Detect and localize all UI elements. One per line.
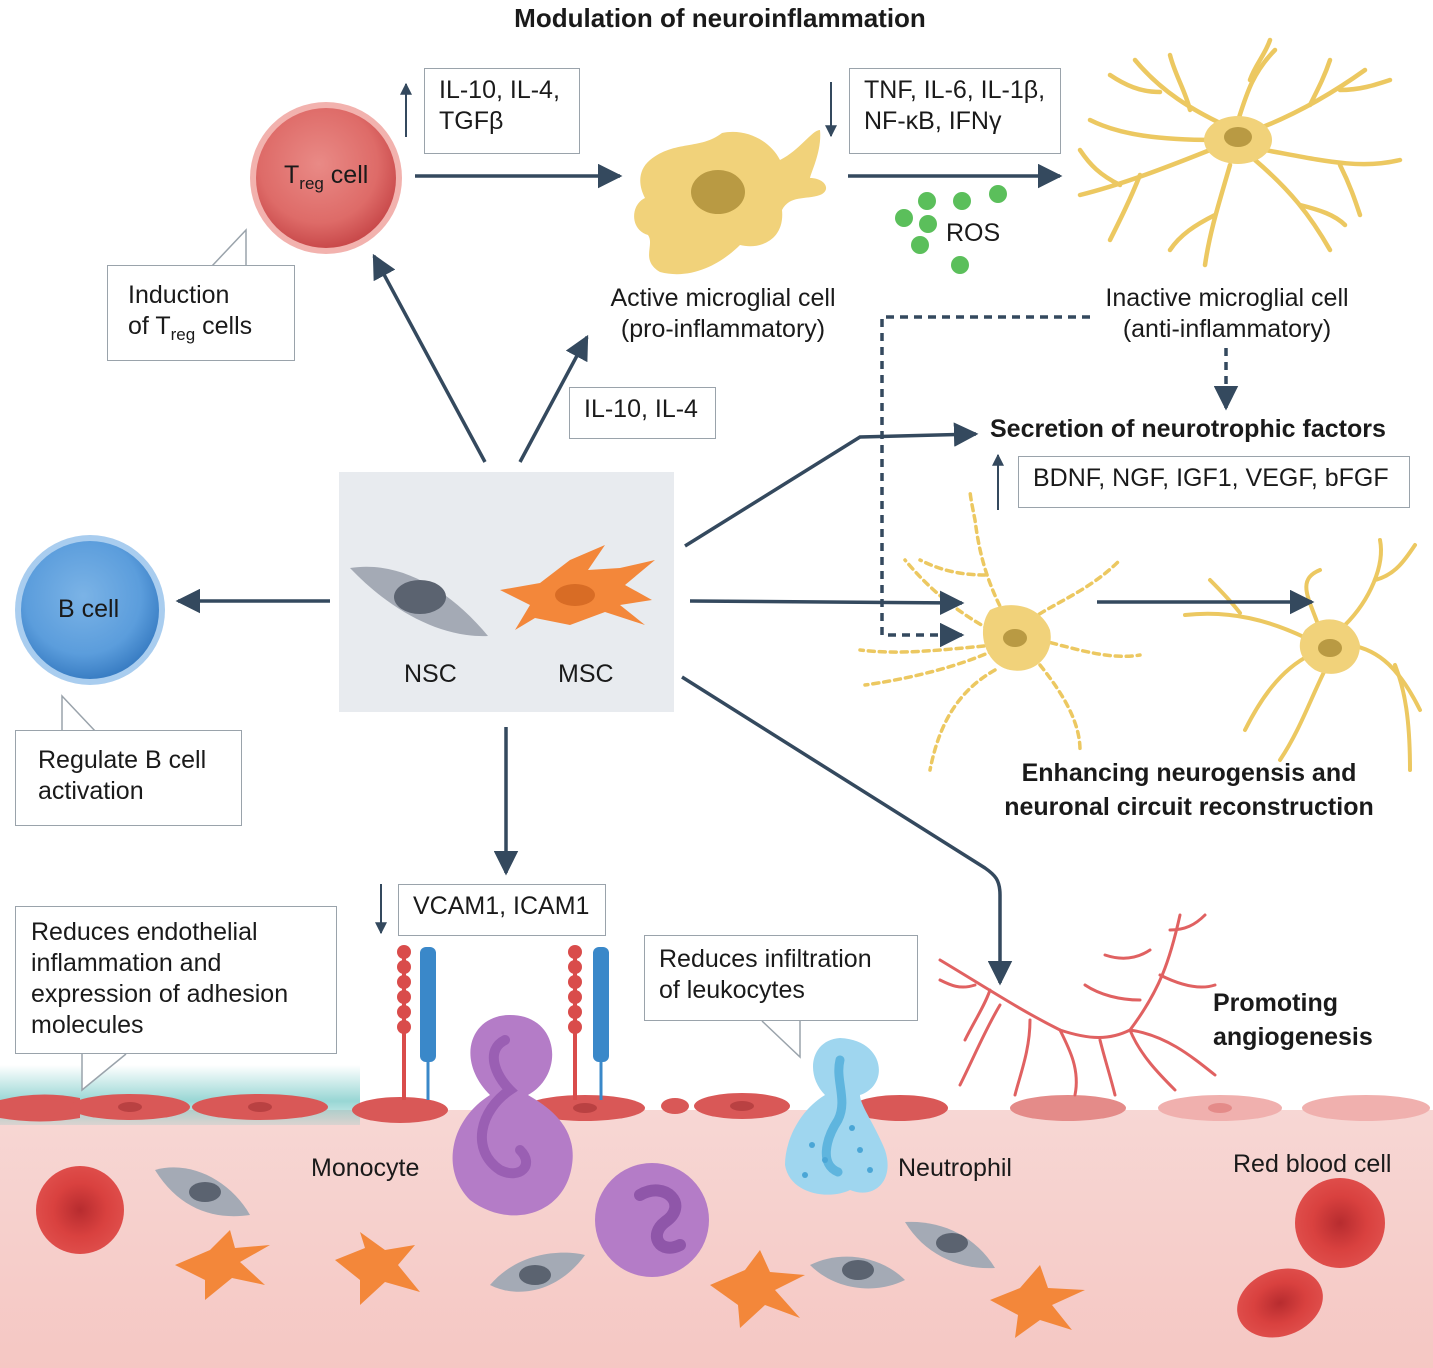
- induction-callout: Induction of Treg cells: [107, 265, 295, 361]
- endothelial-callout-tail: [81, 1053, 127, 1092]
- angiogenesis-line1: Promoting: [1213, 989, 1338, 1017]
- cytokines-up-box: IL-10, IL-4, TGFβ: [424, 68, 580, 154]
- ros-particles: [895, 185, 1007, 274]
- angiogenesis-label: Promoting angiogenesis: [1213, 986, 1373, 1054]
- ros-label: ROS: [946, 219, 1001, 247]
- endothelial-layer: [0, 1093, 1430, 1123]
- neutrophil-label: Neutrophil: [898, 1154, 1012, 1182]
- induction-post: cells: [195, 312, 253, 340]
- msc-label: MSC: [558, 660, 614, 688]
- treg-cell-graphic: [250, 102, 402, 254]
- neuron-mature-body: [1299, 619, 1360, 674]
- neurogenesis-line2: neuronal circuit reconstruction: [1004, 793, 1374, 821]
- inactive-microglia-graphic: [1077, 37, 1403, 268]
- treg-rest: cell: [323, 161, 369, 189]
- diagram-title: Modulation of neuroinflammation: [514, 3, 926, 33]
- induction-pre: of T: [128, 312, 171, 340]
- inactive-microglia-line1: Inactive microglial cell: [1105, 284, 1349, 312]
- induction-sub: reg: [170, 325, 196, 344]
- red-blood-cells: [36, 1166, 1385, 1338]
- arrows: [175, 163, 1315, 986]
- inactive-microglia-line2: (anti-inflammatory): [1122, 315, 1332, 343]
- red-blood-cell-label: Red blood cell: [1233, 1150, 1392, 1178]
- nsc-graphic: [350, 566, 488, 637]
- active-microglia-graphic: [634, 130, 827, 275]
- b-cell-label: B cell: [58, 595, 120, 623]
- induction-callout-tail: [211, 228, 247, 267]
- endothelial-line2: inflammation and: [31, 949, 222, 977]
- neurogenesis-line1: Enhancing neurogensis and: [1021, 759, 1357, 787]
- infiltration-line2: of leukocytes: [659, 976, 805, 1004]
- b-cell-graphic: [15, 535, 165, 685]
- infiltration-callout: Reduces infiltration of leukocytes: [644, 935, 918, 1021]
- neurotrophic-box: BDNF, NGF, IGF1, VEGF, bFGF: [1018, 456, 1410, 508]
- adhesion-box: VCAM1, ICAM1: [398, 884, 606, 936]
- active-microglia-line2: (pro-inflammatory): [620, 315, 826, 343]
- endothelial-callout: Reduces endothelial inflammation and exp…: [15, 906, 337, 1054]
- monocyte-free: [595, 1163, 709, 1277]
- neurogenesis-label: Enhancing neurogensis and neuronal circu…: [975, 756, 1403, 824]
- monocyte-label: Monocyte: [311, 1154, 420, 1182]
- cytokines-down-line1: TNF, IL-6, IL-1β,: [864, 76, 1046, 104]
- floating-nsc-cells: [155, 1167, 995, 1292]
- il-box: IL-10, IL-4: [569, 387, 716, 439]
- secretion-label: Secretion of neurotrophic factors: [990, 415, 1386, 443]
- infiltration-line1: Reduces infiltration: [659, 945, 872, 973]
- bcell-callout-tail: [61, 694, 97, 733]
- floating-msc-cells: [175, 1230, 1085, 1338]
- infiltration-callout-tail: [761, 1020, 801, 1059]
- treg-t: T: [284, 161, 300, 189]
- vessel-lumen: [0, 1110, 1433, 1368]
- bcell-callout-line1: Regulate B cell: [38, 746, 207, 774]
- msc-graphic: [500, 545, 655, 630]
- bcell-callout: Regulate B cell activation: [15, 730, 242, 826]
- neuron-regenerating-body: [982, 605, 1051, 671]
- inactive-microglia-body: [1204, 116, 1272, 164]
- neuron-regenerating: [858, 488, 1142, 772]
- cytokines-down-box: TNF, IL-6, IL-1β, NF-κB, IFNγ: [849, 68, 1061, 154]
- endothelial-line3: expression of adhesion: [31, 980, 289, 1008]
- cytokines-up-line1: IL-10, IL-4,: [439, 76, 560, 104]
- angiogenesis-line2: angiogenesis: [1213, 1023, 1373, 1051]
- induction-line1: Induction: [128, 281, 230, 309]
- treg-sub: reg: [299, 174, 324, 193]
- small-direction-arrows: [375, 82, 1004, 935]
- endothelial-line4: molecules: [31, 1011, 144, 1039]
- neutrophil-cell: [785, 1038, 888, 1195]
- inactive-microglia-label: Inactive microglial cell (anti-inflammat…: [1072, 283, 1382, 345]
- induction-line2: of Treg cells: [128, 311, 274, 344]
- monocyte-cell: [452, 1015, 573, 1216]
- adhesion-molecules: [397, 945, 609, 1100]
- angiogenesis-vessels: [938, 913, 1217, 1097]
- treg-cell-label: Treg cell: [284, 160, 368, 193]
- nsc-label: NSC: [404, 660, 457, 688]
- endothelial-line1: Reduces endothelial: [31, 918, 258, 946]
- active-microglia-line1: Active microglial cell: [610, 284, 836, 312]
- dashed-arrows: [880, 315, 1239, 648]
- bcell-callout-line2: activation: [38, 777, 144, 805]
- active-microglia-label: Active microglial cell (pro-inflammatory…: [578, 283, 868, 345]
- cytokines-down-line2: NF-κB, IFNγ: [864, 107, 1002, 135]
- cytokines-up-line2: TGFβ: [439, 107, 504, 135]
